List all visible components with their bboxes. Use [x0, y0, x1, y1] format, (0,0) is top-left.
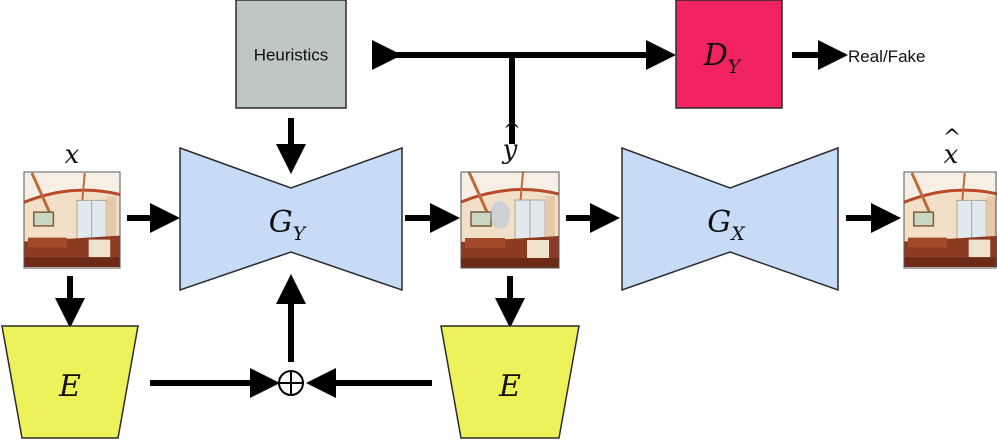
heuristics-node: Heuristics: [235, 0, 347, 109]
svg-text:y: y: [502, 135, 518, 165]
real-fake-output: Real/Fake: [848, 47, 925, 66]
svg-text:x: x: [65, 140, 80, 170]
image-label-translated: y ^: [502, 119, 522, 165]
encoder-left-label: E: [58, 369, 81, 404]
hat-accent: ^: [943, 126, 961, 151]
image-label-input: x: [65, 140, 80, 170]
encoder-right-label: E: [498, 369, 521, 404]
image-label-reconstructed: x ^: [943, 126, 961, 170]
discriminator-node: DY: [675, 0, 783, 109]
svg-text:x: x: [944, 140, 959, 170]
encoder-right-node: E: [440, 325, 580, 439]
generator-y-node: GY: [179, 146, 403, 292]
generator-y-label: GY: [269, 205, 308, 245]
hat-accent: ^: [503, 119, 521, 144]
generator-x-label: GX: [707, 205, 746, 245]
connectors: [55, 40, 901, 398]
sum-node: [278, 370, 304, 396]
discriminator-label: DY: [703, 38, 743, 78]
reconstructed-image: [903, 171, 997, 269]
generator-x-node: GX: [621, 146, 839, 292]
heuristics-label: Heuristics: [254, 45, 329, 64]
translated-image: [460, 171, 560, 269]
encoder-left-node: E: [1, 325, 139, 439]
input-image: [23, 171, 121, 269]
